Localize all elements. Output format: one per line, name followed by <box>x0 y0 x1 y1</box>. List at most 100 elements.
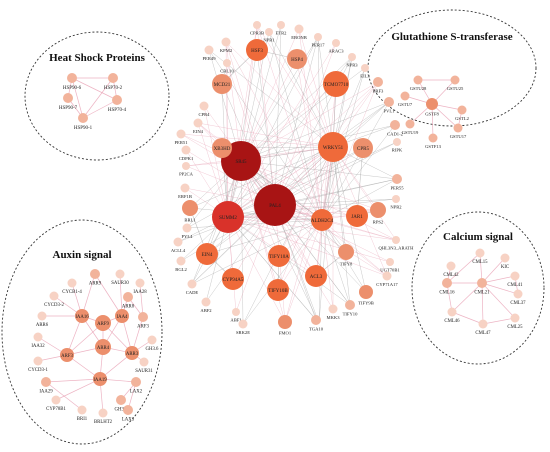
gene-node[interactable]: ACL3 <box>305 265 327 287</box>
gene-node[interactable]: HSP90-6 <box>63 73 82 91</box>
gene-node[interactable]: BGL2 <box>175 256 187 273</box>
gene-node[interactable]: CYP94A5 <box>222 268 244 290</box>
gene-node[interactable]: FMO1 <box>278 315 292 336</box>
gene-node[interactable]: XB3HD <box>212 138 232 158</box>
gene-node[interactable]: PER51 <box>174 129 188 146</box>
gene-node[interactable]: CPR4 <box>199 101 211 118</box>
gene-node[interactable]: NPR1 <box>263 28 275 43</box>
gene-node[interactable]: CML16 <box>439 278 455 296</box>
gene-node[interactable]: CML47 <box>475 319 491 337</box>
gene-node[interactable]: ABF1 <box>230 308 242 323</box>
gene-node[interactable]: IAA32 <box>31 332 45 350</box>
gene-node[interactable]: CPR5 <box>353 138 373 158</box>
gene-node[interactable]: ERF3 <box>373 77 384 94</box>
gene-node[interactable]: IAA4 <box>115 309 129 323</box>
gene-node[interactable]: BRL1 <box>182 200 198 223</box>
gene-node[interactable]: TGA10 <box>309 315 324 332</box>
gene-node[interactable]: ARR6 <box>36 311 49 329</box>
gene-node[interactable]: ALDH2C4 <box>311 209 334 231</box>
gene-node[interactable]: CYP71A17 <box>376 271 398 288</box>
gene-node[interactable]: EIN4 <box>196 243 218 265</box>
gene-node[interactable]: PER49 <box>202 45 216 62</box>
gene-node[interactable]: PYL4 <box>182 223 194 240</box>
gene-node[interactable]: RPS2 <box>370 202 386 225</box>
gene-node[interactable]: CYCB1-4 <box>62 278 82 296</box>
gene-node[interactable]: CYP78B1 <box>46 395 66 413</box>
gene-node[interactable]: PAL4 <box>254 184 296 226</box>
gene-node[interactable]: PP2CA <box>179 162 194 177</box>
gene-node[interactable]: GSTU28 <box>410 75 427 92</box>
gene-node[interactable]: CML15 <box>472 248 488 266</box>
gene-node[interactable]: UGT70B1 <box>380 258 400 273</box>
gene-node[interactable]: RIPK <box>392 138 403 153</box>
gene-node[interactable]: ARF3 <box>60 348 74 362</box>
gene-node[interactable]: CPR3B <box>250 21 264 36</box>
gene-node[interactable]: SRK2E <box>236 319 250 336</box>
gene-node[interactable]: KIC <box>500 253 510 271</box>
gene-node[interactable]: CML25 <box>507 313 523 331</box>
gene-node[interactable]: HSF3 <box>246 39 268 61</box>
gene-node[interactable]: GSTF13 <box>425 133 442 150</box>
gene-node[interactable]: NPR3 <box>346 53 358 68</box>
gene-node[interactable]: MKK3 <box>326 304 340 321</box>
gene-node[interactable]: SUMM2 <box>212 201 244 233</box>
gene-node[interactable]: CYCD3-2 <box>44 291 64 309</box>
gene-node[interactable]: ARR4 <box>95 339 111 355</box>
gene-node[interactable]: NPR2 <box>390 195 402 210</box>
gene-node[interactable]: IAA28 <box>133 278 147 296</box>
gene-node[interactable]: ARR9 <box>89 269 102 287</box>
gene-node[interactable]: WRKY51 <box>318 132 348 162</box>
gene-node[interactable]: HSP70-2 <box>104 73 123 91</box>
gene-node[interactable]: GSTU17 <box>450 123 467 140</box>
gene-node[interactable]: ARF3 <box>137 312 149 330</box>
gene-node[interactable]: BRI1 <box>77 405 88 423</box>
gene-node[interactable]: EBONB <box>291 24 307 41</box>
gene-node[interactable]: ARF9 <box>95 315 111 331</box>
gene-node[interactable]: ARAC3 <box>328 39 344 54</box>
gene-node[interactable]: MCD21 <box>212 74 232 94</box>
gene-node[interactable]: CDPK1 <box>179 145 194 162</box>
gene-node[interactable]: ETR2 <box>276 21 288 36</box>
gene-node[interactable]: TCMO7710 <box>323 71 349 97</box>
gene-node[interactable]: QHL3N3_ARATH <box>379 236 415 251</box>
gene-node[interactable]: ARR8 <box>122 292 135 310</box>
gene-node[interactable]: TIFY10B <box>267 279 289 301</box>
gene-node[interactable]: GSTF8 <box>425 98 439 117</box>
gene-node[interactable]: SAUR31 <box>135 357 153 375</box>
gene-node[interactable]: CADE <box>186 279 199 296</box>
gene-node[interactable]: PER17 <box>311 33 325 48</box>
gene-node[interactable]: JAR1 <box>346 205 368 227</box>
gene-node[interactable]: CBL10 <box>220 59 234 74</box>
gene-node[interactable]: LAX2 <box>130 377 143 395</box>
gene-node[interactable]: TIFY9B <box>358 285 374 306</box>
gene-node[interactable]: EIL3 <box>360 64 370 79</box>
gene-node[interactable]: GH3.1 <box>115 395 129 413</box>
gene-node[interactable]: KPM2 <box>220 37 233 54</box>
gene-node[interactable]: CYCD3-1 <box>28 356 48 374</box>
gene-node[interactable]: TIFY10 <box>343 300 359 317</box>
gene-node[interactable]: PER55 <box>390 174 404 191</box>
gene-node[interactable]: CML21 <box>474 278 490 296</box>
gene-node[interactable]: GH3.6 <box>146 335 160 353</box>
gene-node[interactable]: IAA29 <box>39 377 53 395</box>
gene-node[interactable]: PVL1 <box>384 97 396 114</box>
gene-node[interactable]: TIFY10A <box>268 245 290 267</box>
gene-node[interactable]: CML41 <box>507 271 523 289</box>
gene-node[interactable]: CML37 <box>510 289 526 307</box>
gene-node[interactable]: ERF1B <box>178 183 192 200</box>
gene-node[interactable]: LAX3 <box>122 405 135 423</box>
gene-node[interactable]: GSTU25 <box>447 75 464 92</box>
gene-node[interactable]: HSP4 <box>287 49 307 69</box>
gene-node[interactable]: HSP70-4 <box>108 95 127 113</box>
gene-node[interactable]: GSTU7 <box>398 91 413 108</box>
gene-node[interactable]: CAD1-2 <box>387 120 404 137</box>
gene-node[interactable]: ACLL4 <box>171 237 186 254</box>
gene-node[interactable]: SAUR30 <box>111 269 129 287</box>
gene-node[interactable]: TIFY8 <box>338 244 354 267</box>
gene-node[interactable]: GSTU19 <box>402 119 419 136</box>
gene-node[interactable]: BRLHT2 <box>94 408 113 426</box>
gene-node[interactable]: HSP90-1 <box>74 113 93 131</box>
gene-node[interactable]: ABF2 <box>200 297 212 314</box>
gene-node[interactable]: CML42 <box>443 261 459 279</box>
gene-node[interactable]: ARR3 <box>125 346 139 360</box>
